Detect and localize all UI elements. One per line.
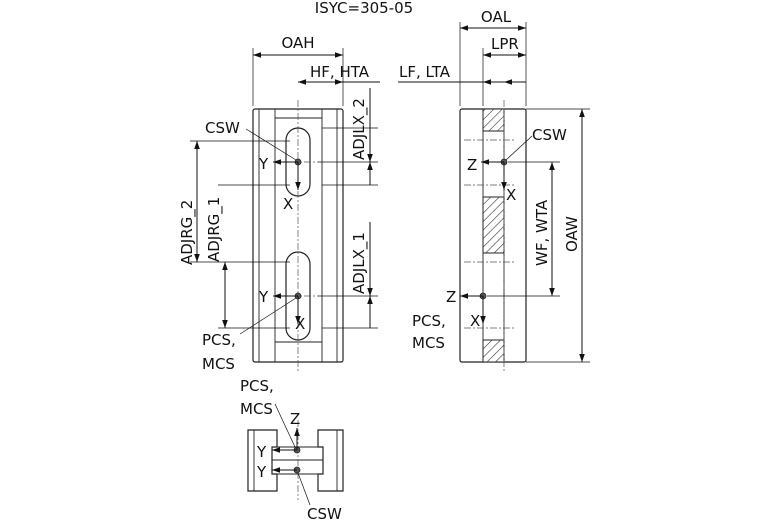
hatched-section-2 xyxy=(482,196,505,254)
end-view: PCS, MCS Z Y Y CSW xyxy=(240,377,344,523)
wf-wta-dimension: WF, WTA xyxy=(533,199,551,266)
front-mcs-label: MCS xyxy=(202,355,235,373)
front-pcs-label: PCS, xyxy=(202,331,236,349)
side-bottom-z-label: Z xyxy=(446,288,456,306)
front-bottom-x-label: X xyxy=(295,315,305,333)
end-pcs-label: PCS, xyxy=(240,377,274,395)
adjlx-1-dimension: ADJLX_1 xyxy=(350,232,369,294)
end-bottom-y-label: Y xyxy=(256,463,267,481)
front-bottom-y-label: Y xyxy=(258,288,269,306)
side-view: CSW Z X Z X PCS, MCS OAL LPR LF, LTA WF,… xyxy=(398,8,590,372)
drawing-title: ISYC=305-05 xyxy=(315,0,413,17)
adjrg-2-dimension: ADJRG_2 xyxy=(178,200,197,265)
side-bottom-x-label: X xyxy=(470,312,480,330)
front-top-x-label: X xyxy=(283,195,293,213)
oah-dimension: OAH xyxy=(281,34,314,52)
side-top-z-label: Z xyxy=(467,156,477,174)
lf-lta-dimension: LF, LTA xyxy=(399,63,451,81)
oal-dimension: OAL xyxy=(481,8,512,26)
side-csw-label: CSW xyxy=(532,126,567,144)
end-z-label: Z xyxy=(290,410,300,428)
hatched-section-1 xyxy=(482,108,505,132)
oaw-dimension: OAW xyxy=(563,216,581,252)
adjlx-2-dimension: ADJLX_2 xyxy=(350,98,369,160)
front-view: CSW Y X Y X PCS, MCS OAH HF, HTA ADJLX_2… xyxy=(178,34,380,373)
front-top-y-label: Y xyxy=(258,155,269,173)
end-csw-label: CSW xyxy=(307,505,342,523)
side-top-x-label: X xyxy=(506,186,516,204)
end-top-y-label: Y xyxy=(256,443,267,461)
lpr-dimension: LPR xyxy=(491,35,519,53)
side-pcs-label: PCS, xyxy=(412,312,446,330)
side-mcs-label: MCS xyxy=(412,334,445,352)
hatched-section-3 xyxy=(482,339,505,363)
hf-hta-dimension: HF, HTA xyxy=(310,63,370,81)
adjrg-1-dimension: ADJRG_1 xyxy=(205,197,224,262)
front-csw-label: CSW xyxy=(205,119,240,137)
end-mcs-label: MCS xyxy=(240,400,273,418)
end-view-profile xyxy=(247,429,278,492)
